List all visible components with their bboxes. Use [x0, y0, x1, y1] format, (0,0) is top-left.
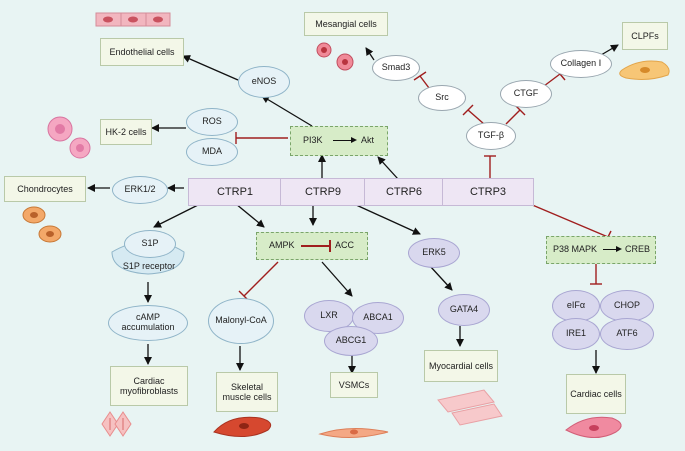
ctrp1-block: CTRP1 [188, 178, 282, 206]
arrow-enos-endothelial [182, 55, 239, 81]
pi3k-akt-box: PI3K Akt [290, 126, 388, 156]
pi3k-akt-arrow-head [351, 137, 357, 143]
arrow-ctrp6-akt [377, 156, 399, 180]
mda-node: MDA [186, 138, 238, 166]
endothelial-cells-icon [95, 12, 171, 27]
skeletal-muscle-cells-box: Skeletal muscle cells [216, 372, 278, 412]
inhibit-ctrp3-p38 [529, 203, 609, 238]
ampk-label: AMPK [269, 240, 295, 250]
erk12-node: ERK1/2 [112, 176, 168, 204]
ampk-acc-inhibit-line [301, 245, 329, 247]
ctrp6-block: CTRP6 [364, 178, 444, 206]
arrow-ctrp1-s1p [153, 203, 201, 228]
collagen-node: Collagen Ⅰ [550, 50, 612, 78]
clpfs-icon [619, 60, 670, 80]
clpfs-box: CLPFs [622, 22, 668, 50]
akt-label: Akt [361, 135, 375, 145]
atf6-node: ATF6 [600, 318, 654, 350]
endothelial-cells-box: Endothelial cells [100, 38, 184, 66]
ire1-node: IRE1 [552, 318, 600, 350]
tgfb-node: TGF-β [466, 122, 516, 150]
abcg1-node: ABCG1 [324, 326, 378, 356]
hk2-cells-box: HK-2 cells [100, 119, 152, 145]
mesangial-cells-box: Mesangial cells [304, 12, 388, 36]
malonyl-coa-node: Malonyl-CoA [208, 298, 274, 344]
arrow-ctrp9-erk5 [353, 203, 421, 235]
p38-creb-box: P38 MAPK CREB [546, 236, 656, 264]
pi3k-label: PI3K [303, 135, 323, 145]
chondrocytes-box: Chondrocytes [4, 176, 86, 202]
skeletal-muscle-cells-icon [213, 416, 272, 437]
pi3k-akt-arrow-line [333, 140, 353, 141]
inhibit-tgfb-ctgf [505, 109, 521, 125]
ampk-acc-inhibit-bar [329, 240, 331, 252]
eifa-node: eIFα [552, 290, 600, 322]
mesangial-cells-icon [316, 42, 354, 71]
creb-label: CREB [625, 244, 651, 254]
arrow-ampk-lxr [321, 261, 353, 297]
p38-creb-arrow-head [616, 246, 622, 252]
arrow-pi3k-enos [261, 95, 313, 127]
cardiac-cells-box: Cardiac cells [566, 374, 626, 414]
p38-label: P38 MAPK [553, 244, 598, 254]
gata4-node: GATA4 [438, 294, 490, 326]
cardiac-cells-icon [565, 416, 622, 438]
cardiac-myofibroblasts-icon [101, 411, 132, 437]
acc-label: ACC [335, 240, 355, 250]
smad3-node: Smad3 [372, 55, 420, 81]
enos-node: eNOS [238, 66, 290, 98]
ctgf-node: CTGF [500, 80, 552, 108]
myocardial-cells-box: Myocardial cells [424, 350, 498, 382]
ampk-acc-box: AMPK ACC [256, 232, 368, 260]
inhibit-tgfb-src [467, 109, 485, 125]
ctrp3-block: CTRP3 [442, 178, 534, 206]
p38-creb-arrow-line [603, 249, 617, 250]
vsmcs-icon [318, 427, 389, 439]
chondrocytes-icon [22, 206, 62, 243]
ctrp9-block: CTRP9 [280, 178, 366, 206]
ros-node: ROS [186, 108, 238, 136]
hk2-cells-icon [47, 116, 91, 159]
inhibit-ampk-malonyl [243, 261, 279, 297]
erk5-node: ERK5 [408, 238, 460, 268]
arrow-erk5-gata4 [429, 265, 453, 291]
s1p-receptor-label: S1P receptor [122, 261, 176, 271]
inhibit-ctgf-collagen [543, 73, 561, 87]
chop-node: CHOP [600, 290, 654, 322]
vsmcs-box: VSMCs [330, 372, 378, 398]
myocardial-cells-icon [437, 389, 503, 426]
s1p-node: S1P [124, 230, 176, 258]
arrow-ctrp1-ampk [235, 203, 265, 228]
cardiac-myofibroblasts-box: Cardiac myofibroblasts [110, 366, 188, 406]
src-node: Src [418, 85, 466, 111]
arrow-smad3-mesangial [365, 47, 375, 61]
camp-node: cAMP accumulation [108, 305, 188, 341]
